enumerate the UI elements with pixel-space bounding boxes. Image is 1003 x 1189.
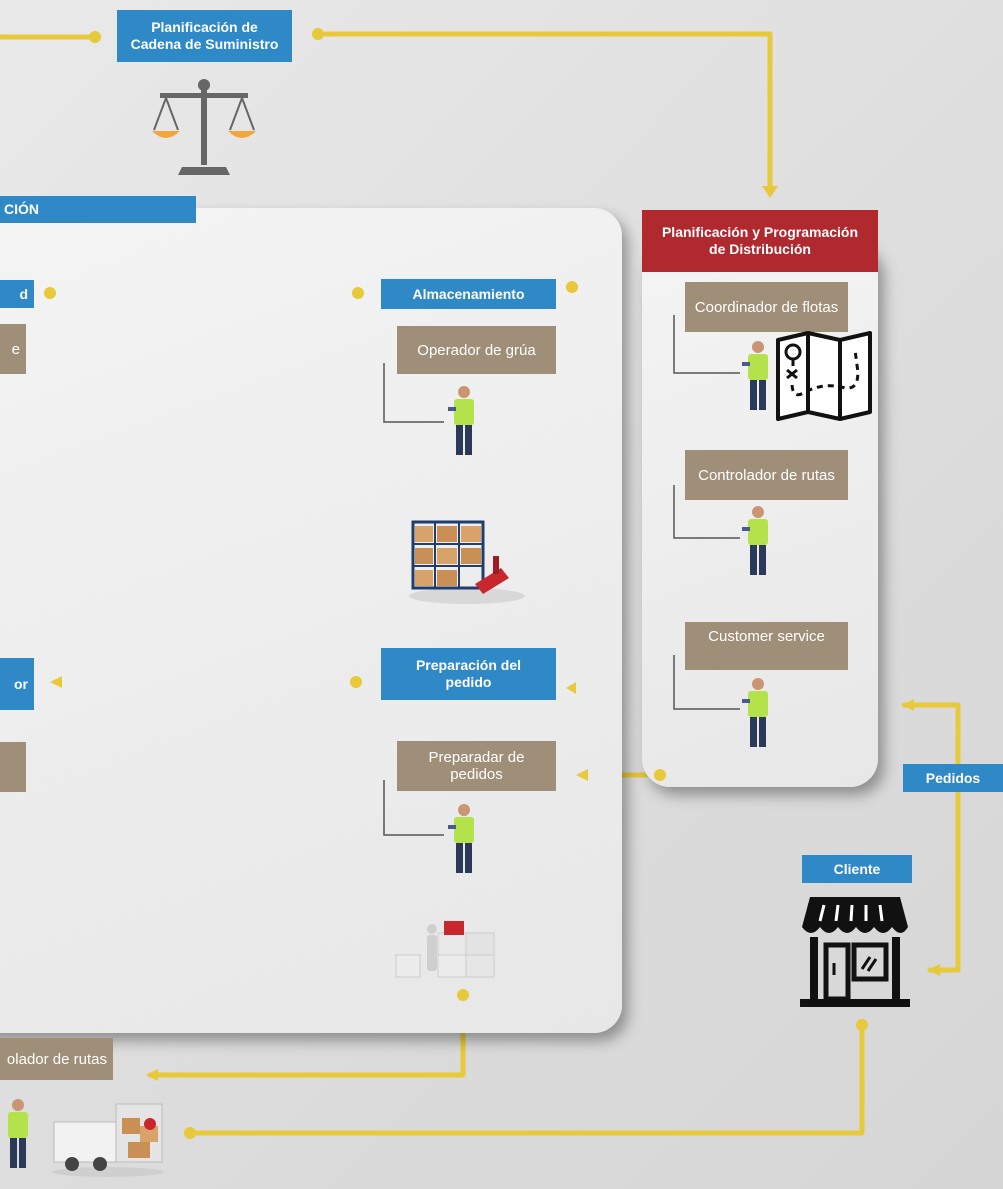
storefront-icon	[800, 897, 910, 1007]
delivery-truck-icon	[52, 1103, 164, 1177]
label-pedidos: Pedidos	[903, 764, 1003, 792]
label-coordinador-flotas: Coordinador de flotas	[685, 282, 848, 332]
label-preparadar-pedidos: Preparadar de pedidos	[397, 741, 556, 791]
label-operacion-header: CIÓN	[0, 196, 196, 223]
label-planificacion-distribucion: Planificación y Programación de Distribu…	[642, 210, 878, 272]
connector-planning-to-distribution	[315, 31, 773, 193]
warehouse-worker-icon	[448, 804, 474, 873]
connector-client-to-truck	[187, 1022, 865, 1136]
label-controlador-rutas: Controlador de rutas	[685, 450, 848, 500]
box-stack-icon	[395, 921, 495, 978]
label-bottom-controlador: olador de rutas	[0, 1038, 113, 1080]
label-left-e: e	[0, 324, 26, 374]
connector-pedidos-loop	[901, 702, 961, 973]
label-customer-service: Customer service	[685, 622, 848, 670]
balance-scale-icon	[152, 79, 256, 175]
label-almacenamiento: Almacenamiento	[381, 279, 556, 309]
label-planificacion-cadena: Planificación de Cadena de Suministro	[117, 10, 292, 62]
warehouse-rack-icon	[409, 520, 525, 604]
warehouse-worker-icon	[742, 506, 768, 575]
folded-map-icon	[776, 331, 872, 421]
label-preparacion-pedido: Preparación del pedido	[381, 648, 556, 700]
warehouse-worker-icon	[448, 386, 474, 455]
label-cliente: Cliente	[802, 855, 912, 883]
warehouse-worker-icon	[742, 678, 768, 747]
label-operador-grua: Operador de grúa	[397, 326, 556, 374]
label-left-tan-2	[0, 742, 26, 792]
warehouse-worker-icon	[742, 341, 768, 410]
label-left-d: d	[0, 280, 34, 308]
label-left-or: or	[0, 658, 34, 710]
warehouse-worker-icon	[8, 1099, 28, 1168]
